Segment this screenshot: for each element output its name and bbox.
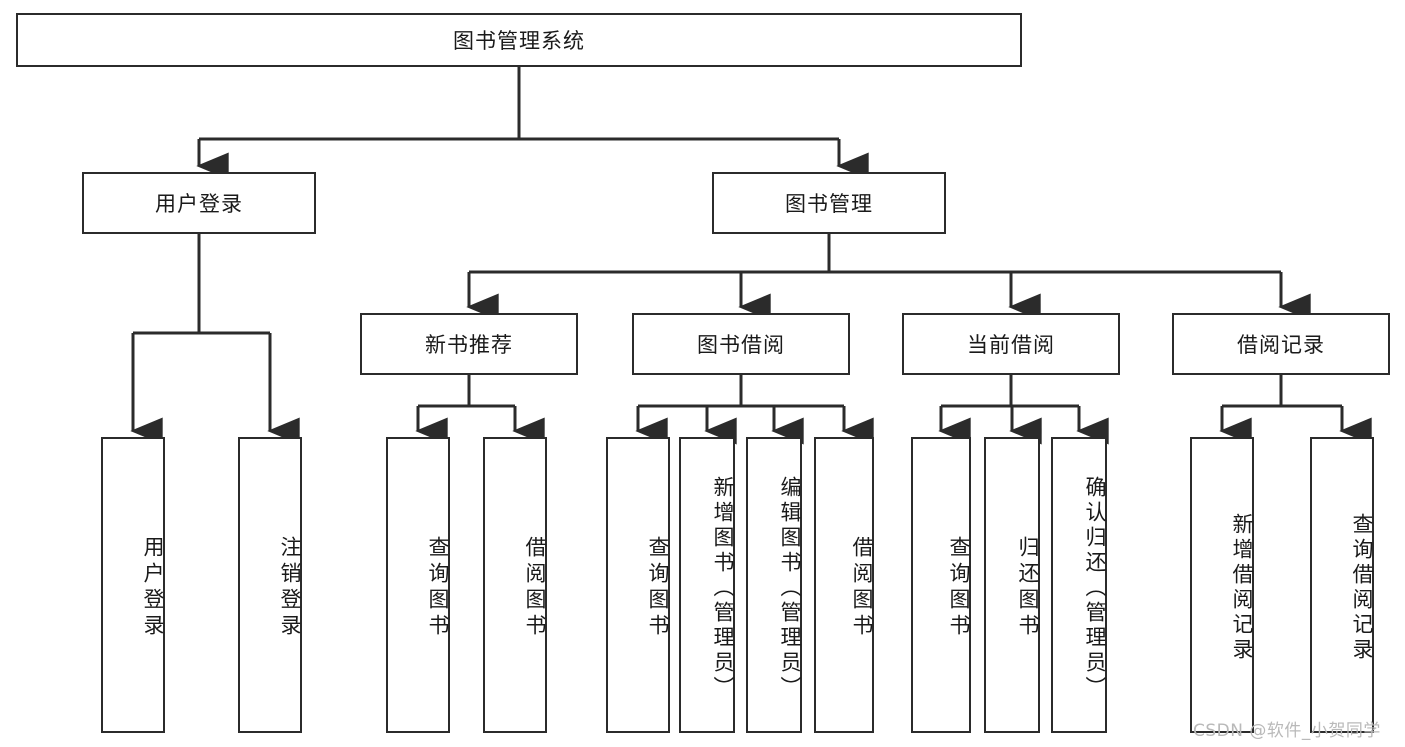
node-leaf-query-borrow-record[interactable]: 查询借阅记录	[1310, 437, 1374, 733]
node-user-login[interactable]: 用户登录	[82, 172, 316, 234]
node-leaf-edit-book-admin[interactable]: 编辑图书（管理员）	[746, 437, 802, 733]
node-leaf-return-books[interactable]: 归还图书	[984, 437, 1040, 733]
node-leaf-logout[interactable]: 注销登录	[238, 437, 302, 733]
node-new-book-recommend[interactable]: 新书推荐	[360, 313, 578, 375]
node-leaf-query-books[interactable]: 查询图书	[606, 437, 670, 733]
node-book-management[interactable]: 图书管理	[712, 172, 946, 234]
node-leaf-confirm-return-admin[interactable]: 确认归还（管理员）	[1051, 437, 1107, 733]
node-leaf-borrow-books[interactable]: 借阅图书	[814, 437, 874, 733]
watermark-text: CSDN @软件_小贺同学	[1193, 721, 1381, 741]
node-leaf-query-books-rec[interactable]: 查询图书	[386, 437, 450, 733]
node-leaf-borrow-books-rec[interactable]: 借阅图书	[483, 437, 547, 733]
node-borrow-record[interactable]: 借阅记录	[1172, 313, 1390, 375]
node-leaf-user-login[interactable]: 用户登录	[101, 437, 165, 733]
node-leaf-add-borrow-record[interactable]: 新增借阅记录	[1190, 437, 1254, 733]
node-leaf-query-books-current[interactable]: 查询图书	[911, 437, 971, 733]
node-leaf-add-book-admin[interactable]: 新增图书（管理员）	[679, 437, 735, 733]
node-root-system[interactable]: 图书管理系统	[16, 13, 1022, 67]
node-book-borrow[interactable]: 图书借阅	[632, 313, 850, 375]
node-current-borrow[interactable]: 当前借阅	[902, 313, 1120, 375]
